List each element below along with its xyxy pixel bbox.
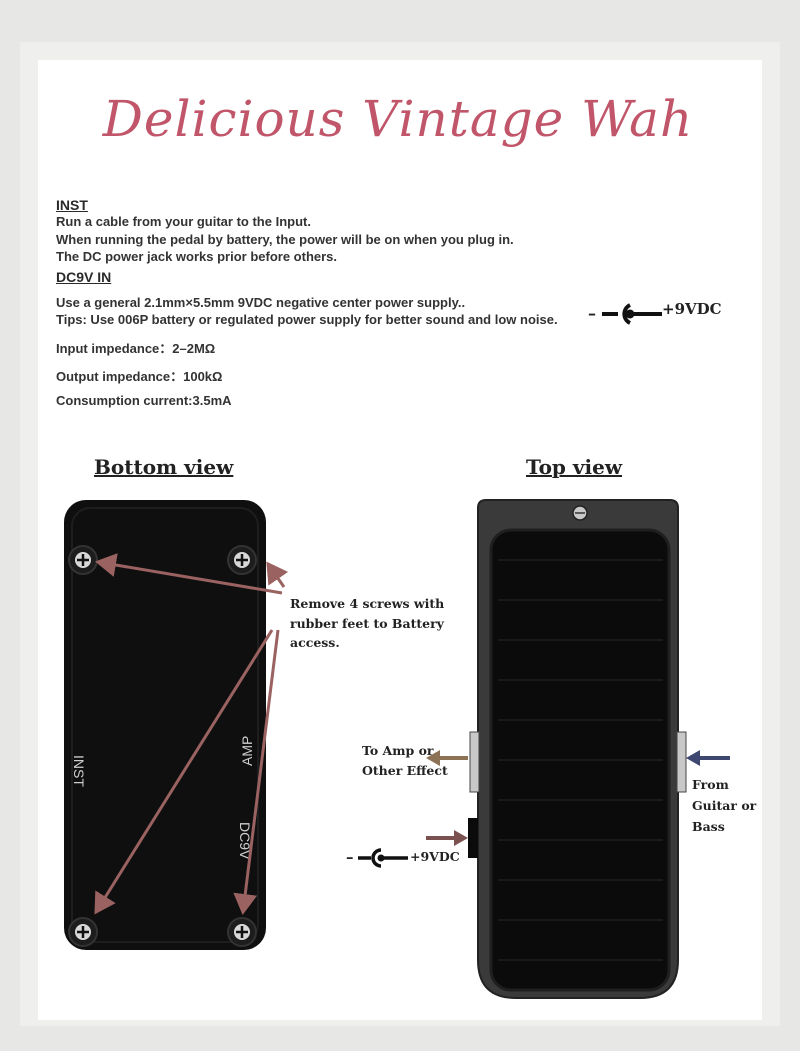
screw-icon xyxy=(227,917,257,947)
dc-line: Tips: Use 006P battery or regulated powe… xyxy=(56,312,558,327)
dc-line: Use a general 2.1mm×5.5mm 9VDC negative … xyxy=(56,295,466,310)
arrow-icon xyxy=(426,830,468,846)
dc-jack-icon xyxy=(358,848,408,868)
inst-line: The DC power jack works prior before oth… xyxy=(56,249,338,264)
screw-icon xyxy=(68,545,98,575)
from-guitar-label: From xyxy=(692,777,729,792)
pedal-diagram: INST AMP DC9V xyxy=(64,499,730,999)
arrow-icon xyxy=(95,553,283,595)
inst-line: Run a cable from your guitar to the Inpu… xyxy=(56,214,311,229)
top-view-title: Top view xyxy=(526,455,623,479)
dc-minus-sign: – xyxy=(588,304,596,323)
inst-line: When running the pedal by battery, the p… xyxy=(56,232,514,247)
dc-plus-label: +9VDC xyxy=(410,849,460,864)
arrow-icon xyxy=(233,629,280,915)
battery-note-line: access. xyxy=(290,635,340,650)
input-jack xyxy=(676,731,687,793)
battery-note-line: Remove 4 screws with xyxy=(290,596,445,611)
from-guitar-label: Guitar or xyxy=(692,798,757,813)
bottom-view-pedal xyxy=(64,500,266,950)
battery-note-line: rubber feet to Battery xyxy=(290,616,444,631)
document-page: Delicious Vintage Wah INST Run a cable f… xyxy=(38,60,762,1020)
arrow-icon xyxy=(686,750,730,766)
dc-minus-sign: – xyxy=(346,848,354,866)
spec-consumption-current: Consumption current:3.5mA xyxy=(56,393,232,408)
inst-heading: INST xyxy=(56,197,88,213)
to-amp-label: To Amp or xyxy=(362,743,434,758)
spec-input-impedance: Input impedance：2–2MΩ xyxy=(56,341,216,356)
inst-jack-label: INST xyxy=(71,755,87,787)
bottom-view-title: Bottom view xyxy=(94,455,234,479)
dc-jack-icon xyxy=(602,303,662,325)
dc-jack-label: DC9V xyxy=(237,822,253,860)
dc-plus-label: +9VDC xyxy=(662,300,722,318)
screw-icon xyxy=(68,917,98,947)
screw-icon xyxy=(572,505,588,521)
top-view-pedal xyxy=(477,499,679,999)
from-guitar-label: Bass xyxy=(692,819,725,834)
screw-icon xyxy=(227,545,257,575)
arrow-icon xyxy=(94,629,274,915)
to-amp-label: Other Effect xyxy=(362,763,448,778)
dc-jack xyxy=(468,818,478,858)
amp-jack-label: AMP xyxy=(239,736,255,766)
amp-jack xyxy=(469,731,480,793)
spec-output-impedance: Output impedance：100kΩ xyxy=(56,369,223,384)
arrow-icon xyxy=(426,750,468,766)
page-title: Delicious Vintage Wah xyxy=(102,90,694,148)
dc-heading: DC9V IN xyxy=(56,269,112,285)
arrow-icon xyxy=(266,561,289,588)
